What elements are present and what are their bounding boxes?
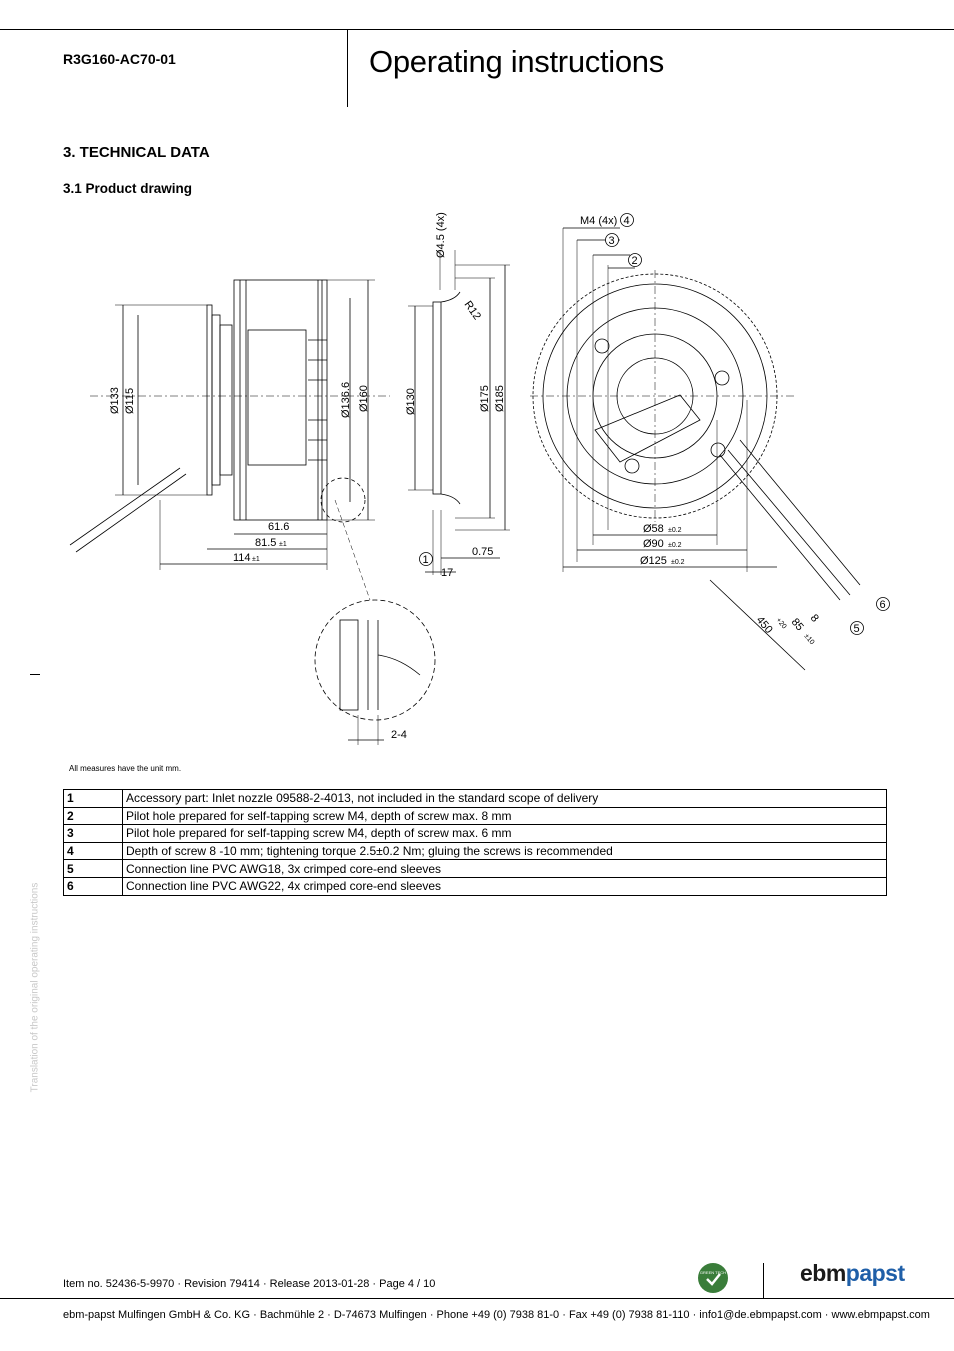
legend-text: Pilot hole prepared for self-tapping scr… xyxy=(122,806,887,826)
table-row: 2 Pilot hole prepared for self-tapping s… xyxy=(63,806,887,826)
dim-85-tol: ±10 xyxy=(802,633,815,646)
dim-075: 0.75 xyxy=(472,546,493,558)
green-tech-icon: GREEN TECH xyxy=(700,1270,726,1286)
legend-num: 5 xyxy=(63,859,123,878)
dim-114-tol: ±1 xyxy=(252,556,260,563)
dim-85: 85 xyxy=(789,616,806,633)
green-tech-badge: GREEN TECH xyxy=(698,1263,728,1293)
side-view-impeller xyxy=(233,279,328,521)
table-row: 4 Depth of screw 8 -10 mm; tightening to… xyxy=(63,841,887,861)
units-note: All measures have the unit mm. xyxy=(69,764,182,773)
translation-note: Translation of the original operating in… xyxy=(29,882,41,1093)
dim-d185: Ø185 xyxy=(494,385,506,412)
dim-d125-tol: ±0.2 xyxy=(671,559,685,566)
dim-d130: Ø130 xyxy=(405,388,417,415)
dim-d175: Ø175 xyxy=(479,385,491,412)
svg-text:GREEN TECH: GREEN TECH xyxy=(700,1270,726,1275)
dim-450: 450 xyxy=(754,614,775,636)
dim-450-tol: +20 xyxy=(774,617,787,631)
dim-616: 61.6 xyxy=(268,521,289,533)
subsection-heading: 3.1 Product drawing xyxy=(63,181,193,196)
legend-table: 1 Accessory part: Inlet nozzle 09588-2-4… xyxy=(63,789,887,896)
legend-num: 1 xyxy=(63,789,123,808)
model-number: R3G160-AC70-01 xyxy=(63,51,176,67)
callout-3-circle xyxy=(605,233,619,247)
legend-text: Pilot hole prepared for self-tapping scr… xyxy=(122,824,887,843)
legend-text: Accessory part: Inlet nozzle 09588-2-401… xyxy=(122,789,887,808)
table-row: 3 Pilot hole prepared for self-tapping s… xyxy=(63,824,887,843)
callout-6-circle xyxy=(876,597,890,611)
dim-d90: Ø90 xyxy=(643,538,664,550)
ebmpapst-logo: ebmpapst xyxy=(800,1260,905,1287)
dim-114: 114 xyxy=(233,552,251,564)
legend-num: 4 xyxy=(63,841,123,861)
inlet-nozzle-view xyxy=(432,301,442,495)
callout-1: 1 xyxy=(423,554,429,566)
footer-rule xyxy=(0,1298,954,1299)
callout-2-circle xyxy=(628,253,642,267)
header-top-rule xyxy=(0,29,954,30)
product-drawing: 1 2 3 4 5 6 Ø133 Ø115 Ø136.6 Ø160 Ø130 Ø… xyxy=(69,212,890,745)
dim-d125: Ø125 xyxy=(640,555,667,567)
callout-5: 5 xyxy=(854,623,860,635)
footer-company-line: ebm-papst Mulfingen GmbH & Co. KG · Bach… xyxy=(63,1309,930,1321)
dim-17: 17 xyxy=(441,567,453,579)
table-row: 5 Connection line PVC AWG18, 3x crimped … xyxy=(63,859,887,878)
callout-4: 4 xyxy=(624,215,630,227)
legend-text: Connection line PVC AWG18, 3x crimped co… xyxy=(122,859,887,878)
callout-6: 6 xyxy=(880,599,886,611)
dim-d115: Ø115 xyxy=(124,388,136,414)
dim-d160: Ø160 xyxy=(358,385,370,412)
logo-papst: papst xyxy=(845,1260,905,1286)
callout-5-circle xyxy=(850,621,864,635)
footer-item-line: Item no. 52436-5-9970 · Revision 79414 ·… xyxy=(63,1278,436,1290)
dim-8: 8 xyxy=(808,612,821,624)
dim-d58: Ø58 xyxy=(643,523,664,535)
legend-num: 3 xyxy=(63,824,123,843)
callout-1-circle xyxy=(419,552,433,566)
dim-d58-tol: ±0.2 xyxy=(668,527,682,534)
dim-d133: Ø133 xyxy=(109,387,121,414)
dim-m4: M4 (4x) xyxy=(580,215,617,227)
callout-2: 2 xyxy=(632,255,638,267)
legend-text: Depth of screw 8 -10 mm; tightening torq… xyxy=(122,841,887,861)
header-divider xyxy=(347,29,348,107)
dim-815: 81.5 xyxy=(255,537,276,549)
legend-num: 2 xyxy=(63,806,123,826)
margin-tick xyxy=(30,674,40,675)
dim-2-4: 2-4 xyxy=(391,729,407,741)
side-view-flange xyxy=(206,304,213,496)
callout-4-circle xyxy=(620,213,634,227)
dim-r12: R12 xyxy=(462,299,483,322)
dim-d90-tol: ±0.2 xyxy=(668,542,682,549)
dim-d136: Ø136.6 xyxy=(340,382,352,418)
table-row: 6 Connection line PVC AWG22, 4x crimped … xyxy=(63,876,887,896)
section-heading: 3. TECHNICAL DATA xyxy=(63,144,210,161)
dim-hole: Ø4.5 (4x) xyxy=(435,212,447,258)
legend-text: Connection line PVC AWG22, 4x crimped co… xyxy=(122,876,887,896)
detail-view xyxy=(314,599,436,721)
logo-divider xyxy=(763,1263,764,1299)
callout-3: 3 xyxy=(609,235,615,247)
dim-815-tol: ±1 xyxy=(279,541,287,548)
table-row: 1 Accessory part: Inlet nozzle 09588-2-4… xyxy=(63,789,887,808)
logo-ebm: ebm xyxy=(800,1260,846,1286)
legend-num: 6 xyxy=(63,876,123,896)
document-title: Operating instructions xyxy=(369,44,664,79)
